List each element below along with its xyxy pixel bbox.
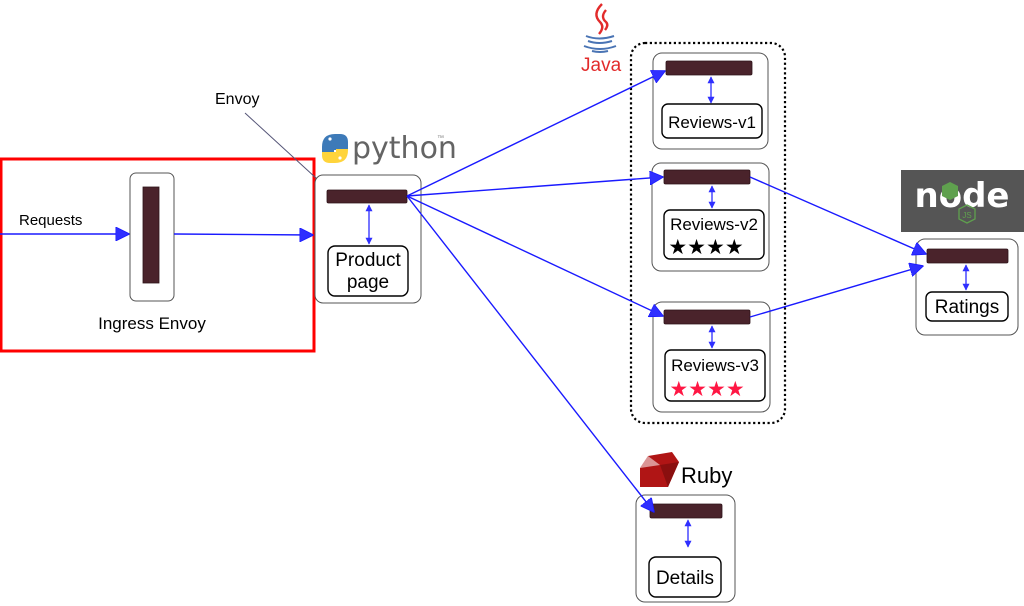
node-logo-text: node bbox=[915, 176, 1010, 216]
envoy-callout-line bbox=[244, 112, 329, 190]
productpage-label-line2: page bbox=[347, 272, 389, 293]
reviews-v2-black-stars: ★★★★ bbox=[668, 235, 743, 259]
node-js-text: JS bbox=[962, 211, 971, 220]
python-snake-yellow-icon bbox=[322, 149, 348, 163]
details-service[interactable] bbox=[648, 556, 722, 598]
reviews-v3-label: Reviews-v3 bbox=[671, 356, 759, 375]
details-envoy-proxy[interactable] bbox=[649, 503, 723, 519]
reviews-v2-service[interactable] bbox=[663, 209, 765, 260]
ratings-label: Ratings bbox=[935, 297, 999, 318]
reviews-service-group bbox=[629, 41, 787, 425]
java-steam-icon bbox=[595, 3, 609, 35]
ratings-service[interactable] bbox=[925, 291, 1009, 322]
java-logo: Java bbox=[581, 3, 622, 76]
productpage-to-reviews-v1-arrow bbox=[406, 71, 665, 197]
ratings-envoy-proxy[interactable] bbox=[926, 248, 1009, 264]
productpage-to-reviews-v2-arrow bbox=[406, 177, 663, 197]
reviews-v3-service[interactable] bbox=[664, 349, 766, 402]
node-hexagon-icon bbox=[942, 182, 958, 200]
ingress-envoy-label: Ingress Envoy bbox=[98, 314, 206, 333]
python-logo-text: python bbox=[352, 131, 457, 166]
reviews-v3-envoy-proxy[interactable] bbox=[663, 309, 751, 325]
python-logo: python ™ bbox=[322, 131, 457, 166]
reviews-v3-red-stars: ★★★★ bbox=[669, 377, 744, 401]
reviews-v1-service[interactable] bbox=[661, 103, 763, 139]
productpage-to-details-arrow bbox=[406, 195, 654, 512]
productpage-envoy-proxy[interactable] bbox=[326, 189, 408, 204]
reviews-v1-label: Reviews-v1 bbox=[668, 113, 756, 132]
ingress-to-productpage-arrow bbox=[173, 234, 313, 235]
productpage-service[interactable] bbox=[327, 245, 409, 297]
java-logo-text: Java bbox=[581, 55, 622, 76]
productpage-label-line1: Product bbox=[335, 250, 401, 271]
node-js-hexagon-icon bbox=[958, 204, 976, 224]
reviews-v2-label: Reviews-v2 bbox=[670, 215, 758, 234]
reviews-v3-to-ratings-arrow bbox=[749, 266, 923, 318]
node-logo: node JS bbox=[901, 170, 1024, 232]
ingress-envoy-proxy[interactable] bbox=[142, 186, 160, 284]
ruby-logo-text: Ruby bbox=[681, 463, 732, 488]
requests-label: Requests bbox=[19, 212, 82, 229]
reviews-v1-envoy-proxy[interactable] bbox=[665, 60, 753, 76]
node-logo-background bbox=[901, 170, 1024, 232]
reviews-v2-to-ratings-arrow bbox=[749, 176, 926, 254]
details-label: Details bbox=[656, 568, 714, 589]
reviews-v2-envoy-proxy[interactable] bbox=[663, 169, 751, 185]
ruby-logo: Ruby bbox=[640, 452, 732, 488]
ingress-boundary bbox=[0, 157, 316, 353]
envoy-callout-label: Envoy bbox=[215, 91, 259, 108]
python-tm: ™ bbox=[437, 135, 444, 142]
java-cup-icon bbox=[583, 35, 617, 53]
productpage-to-reviews-v3-arrow bbox=[406, 195, 663, 316]
